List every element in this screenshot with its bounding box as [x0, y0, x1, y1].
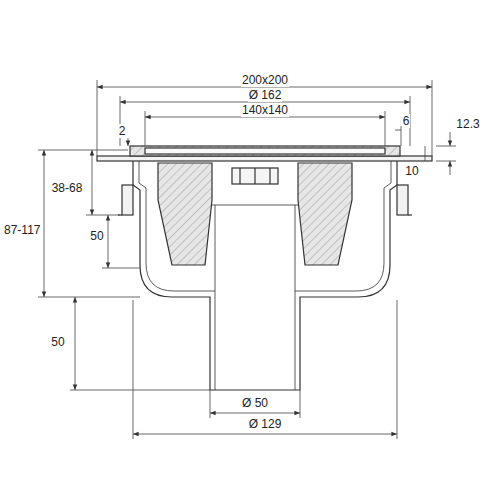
dimension-label: Ø 50 [241, 396, 269, 410]
dimension-label: 12.3 [455, 117, 480, 131]
dimension-label: Ø 162 [248, 88, 283, 102]
dimension-label: 10 [404, 164, 419, 178]
dimension-label: 38-68 [51, 181, 84, 195]
dimension-label: 50 [89, 229, 104, 243]
dimension-label: 140x140 [241, 103, 289, 117]
dimension-label: Ø 129 [248, 417, 283, 431]
drain-body [97, 146, 432, 390]
dimension-lines [38, 80, 456, 439]
dimension-label: 200x200 [241, 73, 289, 87]
dimension-label: 6 [402, 114, 411, 128]
dimension-label: 2 [118, 124, 127, 138]
dimension-label: 50 [50, 335, 65, 349]
dimension-label: 87-117 [3, 223, 41, 237]
